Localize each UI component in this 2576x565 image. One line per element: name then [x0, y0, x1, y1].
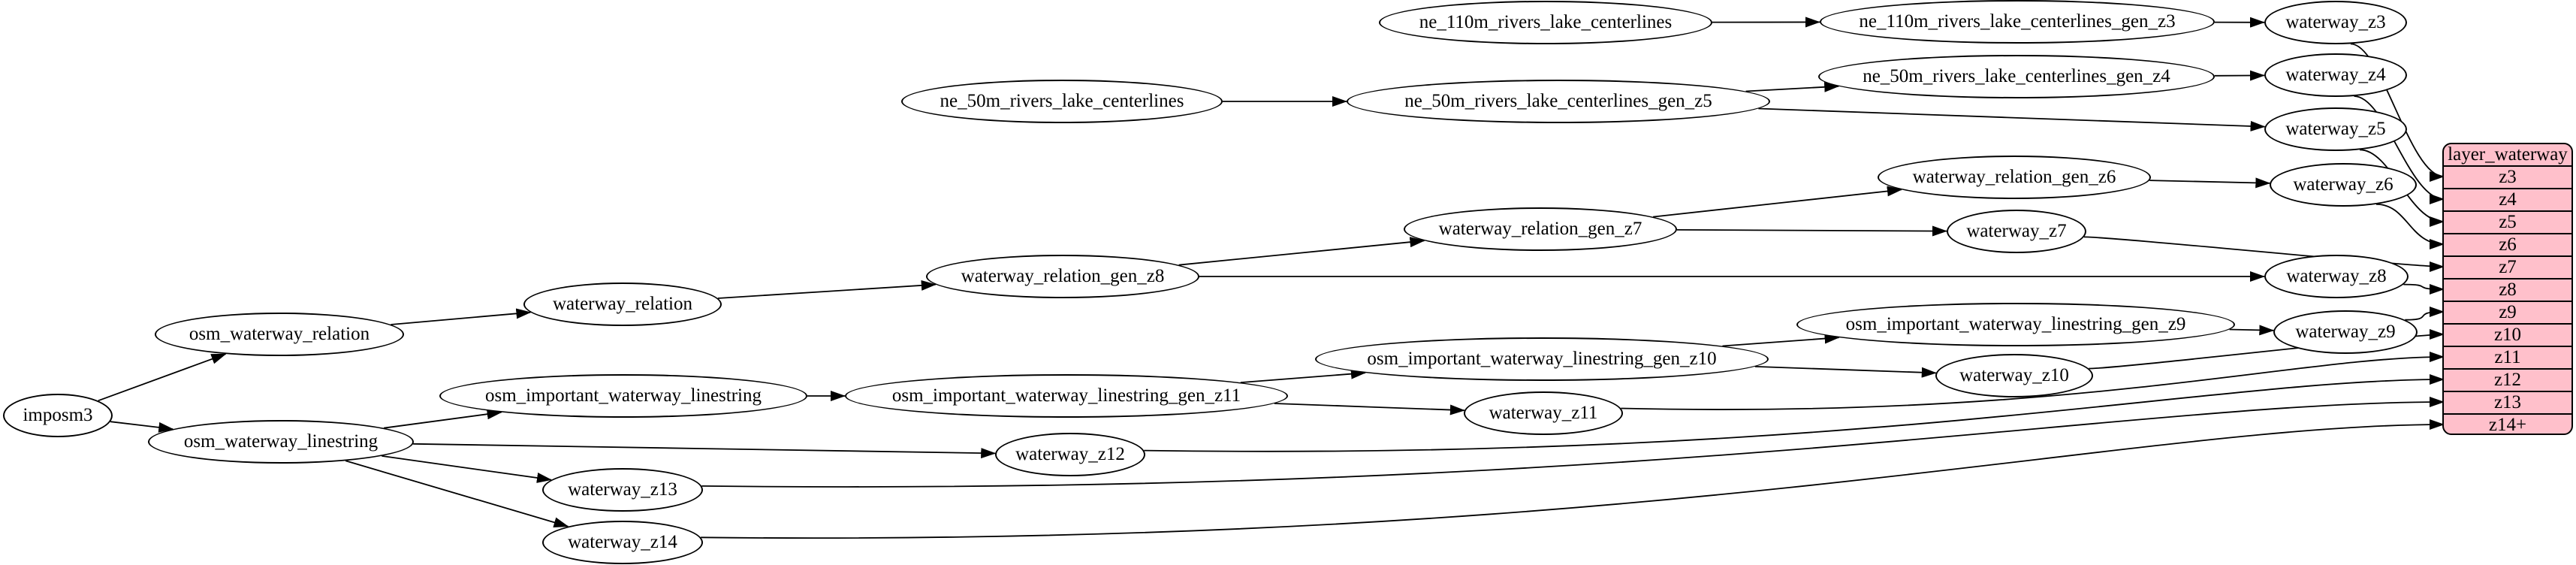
node-waterway-z11: waterway_z11 — [1464, 391, 1623, 435]
table-row-z7: z7 — [2444, 255, 2571, 278]
node-osm-important-waterway-linestring-gen-z10: osm_important_waterway_linestring_gen_z1… — [1315, 337, 1769, 381]
edge-osm_waterway_linestring-to-waterway_z12 — [413, 443, 997, 459]
node-waterway-z14: waterway_z14 — [542, 521, 703, 564]
edge-waterway_relation_gen_z7-to-waterway_relation_gen_z6 — [1653, 186, 1902, 218]
table-row-z13: z13 — [2444, 391, 2571, 413]
edge-waterway_z11-to-layer_waterway.z11 — [1621, 352, 2445, 410]
edge-waterway_z10-to-layer_waterway.z10 — [2089, 329, 2445, 370]
edge-waterway_z8-to-layer_waterway.z8 — [2403, 283, 2445, 295]
edge-waterway_z9-to-layer_waterway.z9 — [2405, 307, 2445, 321]
edge-ne_50m_rivers_lake_centerlines_gen_z5-to-waterway_z5 — [1758, 107, 2266, 131]
table-row-z5: z5 — [2444, 210, 2571, 233]
layer-waterway-table-header: layer_waterway — [2448, 144, 2568, 165]
edge-osm_waterway_linestring-to-waterway_z13 — [382, 455, 552, 483]
edge-osm_important_waterway_linestring_gen_z11-to-osm_important_waterway_linestring_gen_z10 — [1240, 368, 1366, 383]
node-waterway-relation-gen-z8: waterway_relation_gen_z8 — [926, 255, 1199, 298]
edge-waterway_z14-to-layer_waterway.z14+ — [701, 419, 2445, 539]
node-waterway-z3: waterway_z3 — [2264, 1, 2407, 44]
table-row-z4: z4 — [2444, 188, 2571, 210]
node-waterway-z10: waterway_z10 — [1935, 354, 2093, 397]
edge-osm_waterway_linestring-to-osm_important_waterway_linestring — [383, 409, 502, 429]
edge-waterway_z7-to-layer_waterway.z7 — [2083, 236, 2445, 272]
node-waterway-z7: waterway_z7 — [1947, 210, 2086, 253]
layer-waterway-table: layer_waterway z3 z4 z5 z6 z7 z8 z9 z10 … — [2442, 143, 2573, 435]
edge-osm_important_waterway_linestring_gen_z11-to-waterway_z11 — [1274, 403, 1465, 415]
edge-osm_important_waterway_linestring_gen_z10-to-osm_important_waterway_linestring_gen_z9 — [1722, 333, 1840, 347]
edge-imposm3-to-osm_waterway_relation — [98, 353, 227, 402]
edge-waterway_z6-to-layer_waterway.z6 — [2375, 204, 2445, 249]
table-row-z11: z11 — [2444, 346, 2571, 368]
node-waterway-z8: waterway_z8 — [2264, 255, 2409, 298]
node-waterway-z4: waterway_z4 — [2264, 53, 2407, 97]
table-row-z12: z12 — [2444, 368, 2571, 391]
edge-waterway_z3-to-layer_waterway.z3 — [2350, 43, 2445, 182]
edge-imposm3-to-osm_waterway_linestring — [110, 421, 174, 433]
node-osm-important-waterway-linestring-gen-z9: osm_important_waterway_linestring_gen_z9 — [1796, 303, 2235, 346]
table-row-z8: z8 — [2444, 278, 2571, 301]
edge-osm_waterway_relation-to-waterway_relation — [391, 308, 532, 325]
node-waterway-z13: waterway_z13 — [542, 468, 703, 512]
table-row-z6: z6 — [2444, 233, 2571, 255]
node-ne-50m-rivers-lake-centerlines: ne_50m_rivers_lake_centerlines — [901, 80, 1223, 123]
edge-waterway_z4-to-layer_waterway.z4 — [2354, 95, 2445, 204]
node-osm-waterway-linestring: osm_waterway_linestring — [148, 420, 414, 464]
edge-waterway_relation_gen_z7-to-waterway_z7 — [1676, 225, 1947, 237]
edge-waterway_relation_gen_z8-to-waterway_relation_gen_z7 — [1178, 237, 1425, 266]
edge-ne_50m_rivers_lake_centerlines_gen_z5-to-ne_50m_rivers_lake_centerlines_gen_z4 — [1745, 81, 1840, 92]
node-osm-waterway-relation: osm_waterway_relation — [155, 313, 404, 356]
edge-osm_important_waterway_linestring_gen_z10-to-waterway_z10 — [1754, 366, 1937, 378]
node-osm-important-waterway-linestring: osm_important_waterway_linestring — [439, 374, 807, 418]
edge-waterway_z13-to-layer_waterway.z13 — [701, 397, 2445, 488]
node-waterway-z12: waterway_z12 — [995, 433, 1145, 476]
table-row-z14plus: z14+ — [2444, 413, 2571, 434]
node-imposm3: imposm3 — [3, 394, 113, 437]
node-waterway-z6: waterway_z6 — [2270, 163, 2417, 207]
node-waterway-relation-gen-z6: waterway_relation_gen_z6 — [1878, 156, 2151, 199]
node-waterway-relation-gen-z7: waterway_relation_gen_z7 — [1404, 207, 1677, 251]
edge-waterway_relation_gen_z6-to-waterway_z6 — [2149, 177, 2271, 189]
edge-osm_waterway_linestring-to-waterway_z14 — [345, 460, 569, 528]
node-ne-110m-rivers-lake-centerlines: ne_110m_rivers_lake_centerlines — [1379, 1, 1712, 44]
node-waterway-relation: waterway_relation — [523, 282, 722, 326]
node-ne-50m-rivers-lake-centerlines-gen-z4: ne_50m_rivers_lake_centerlines_gen_z4 — [1818, 55, 2215, 98]
edge-waterway_relation-to-waterway_relation_gen_z8 — [717, 279, 937, 299]
node-ne-50m-rivers-lake-centerlines-gen-z5: ne_50m_rivers_lake_centerlines_gen_z5 — [1347, 80, 1770, 123]
table-row-z3: z3 — [2444, 165, 2571, 188]
table-row-z10: z10 — [2444, 323, 2571, 346]
node-waterway-z5: waterway_z5 — [2264, 107, 2407, 151]
table-row-z9: z9 — [2444, 301, 2571, 323]
node-waterway-z9: waterway_z9 — [2273, 310, 2418, 354]
edge-waterway_z12-to-layer_waterway.z12 — [1144, 374, 2445, 452]
node-osm-important-waterway-linestring-gen-z11: osm_important_waterway_linestring_gen_z1… — [845, 374, 1288, 418]
edge-osm_important_waterway_linestring_gen_z9-to-waterway_z9 — [2229, 325, 2275, 336]
node-ne-110m-rivers-lake-centerlines-gen-z3: ne_110m_rivers_lake_centerlines_gen_z3 — [1820, 0, 2215, 44]
